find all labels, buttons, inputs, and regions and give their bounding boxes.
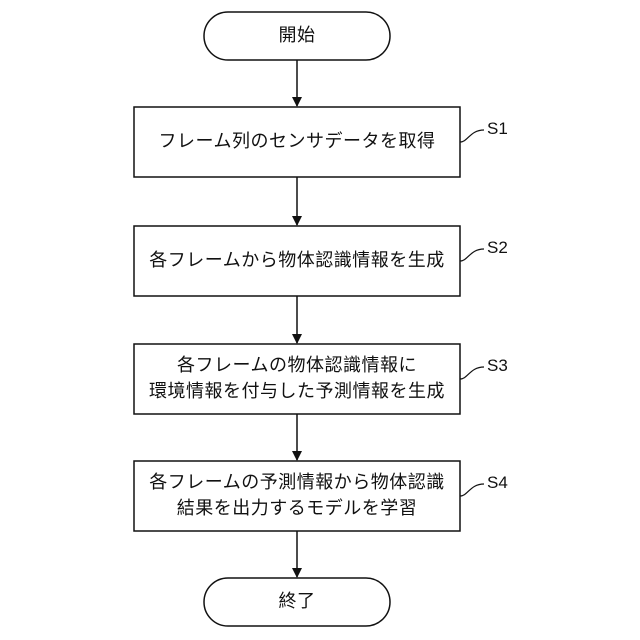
start-label: 開始 [204,12,390,60]
step-leader-s3 [460,367,484,379]
step-leader-s2 [460,249,484,261]
step-text-s1: フレーム列のセンサデータを取得 [134,107,460,177]
step-text-s1-line-1: フレーム列のセンサデータを取得 [159,129,436,155]
end-label-text: 終了 [279,589,316,615]
step-text-s4-line-1: 各フレームの予測情報から物体認識 [149,470,444,496]
step-leader-s4 [460,484,484,496]
step-leader-s1 [460,130,484,142]
step-label-s1: S1 [487,119,508,139]
step-text-s4-line-2: 結果を出力するモデルを学習 [177,496,418,522]
step-text-s2: 各フレームから物体認識情報を生成 [134,226,460,296]
step-label-s2: S2 [487,238,508,258]
step-text-s4: 各フレームの予測情報から物体認識 結果を出力するモデルを学習 [134,461,460,531]
step-text-s3-line-1: 各フレームの物体認識情報に [177,353,417,379]
start-label-text: 開始 [279,23,316,49]
end-label: 終了 [204,578,390,626]
step-label-s3: S3 [487,356,508,376]
step-label-s4: S4 [487,473,508,493]
step-text-s3-line-2: 環境情報を付与した予測情報を生成 [149,379,445,405]
step-text-s2-line-1: 各フレームから物体認識情報を生成 [149,248,444,274]
step-text-s3: 各フレームの物体認識情報に 環境情報を付与した予測情報を生成 [134,344,460,414]
